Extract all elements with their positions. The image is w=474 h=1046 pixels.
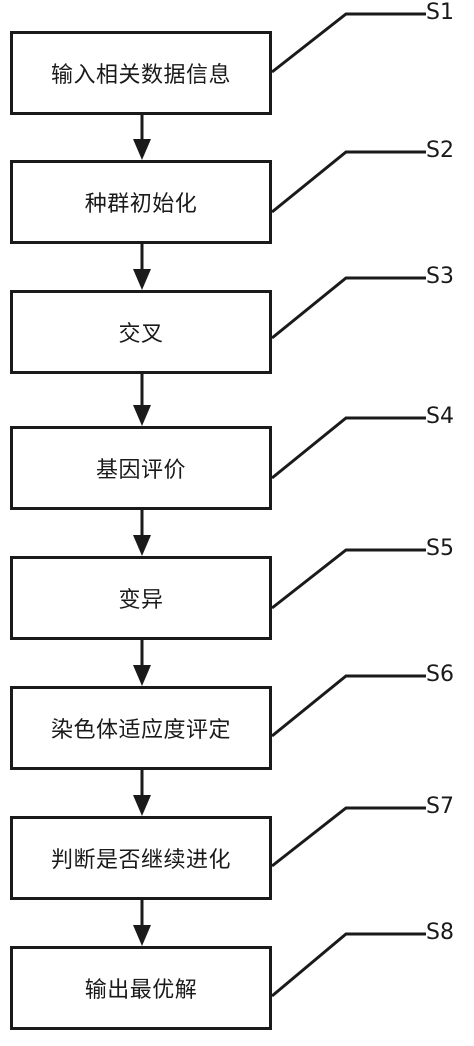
step-label-s8: S8: [426, 920, 454, 945]
flow-arrow-2: [133, 244, 151, 290]
leader-line-s4: [271, 416, 426, 480]
flow-arrow-5: [133, 640, 151, 686]
leader-line-s1: [271, 12, 426, 74]
step-text: 输出最优解: [84, 978, 198, 1003]
step-box-s8: 输出最优解: [10, 946, 272, 1030]
step-text: 染色体适应度评定: [50, 718, 231, 743]
step-label-s3: S3: [426, 264, 454, 289]
step-box-s6: 染色体适应度评定: [10, 686, 272, 770]
step-text: 交叉: [118, 322, 164, 347]
flow-arrow-3: [133, 374, 151, 426]
leader-line-s2: [271, 150, 426, 214]
step-label-s5: S5: [426, 536, 454, 561]
leader-line-s7: [271, 806, 426, 868]
step-label-s4: S4: [426, 404, 454, 429]
step-label-s6: S6: [426, 662, 454, 687]
step-text: 变异: [118, 588, 164, 613]
step-text: 基因评价: [95, 458, 186, 483]
step-text: 判断是否继续进化: [50, 848, 231, 873]
step-box-s7: 判断是否继续进化: [10, 816, 272, 900]
leader-line-s8: [271, 932, 426, 998]
step-text: 种群初始化: [84, 192, 198, 217]
step-box-s5: 变异: [10, 556, 272, 640]
step-box-s1: 输入相关数据信息: [10, 31, 272, 115]
step-label-s1: S1: [426, 0, 454, 25]
leader-line-s5: [271, 548, 426, 610]
leader-line-s3: [271, 276, 426, 340]
step-box-s3: 交叉: [10, 290, 272, 374]
flow-arrow-7: [133, 900, 151, 946]
step-text: 输入相关数据信息: [50, 63, 231, 88]
step-label-s2: S2: [426, 138, 454, 163]
step-box-s2: 种群初始化: [10, 160, 272, 244]
leader-line-s6: [271, 674, 426, 738]
flow-arrow-4: [133, 510, 151, 556]
flow-arrow-6: [133, 770, 151, 816]
step-box-s4: 基因评价: [10, 426, 272, 510]
flow-arrow-1: [133, 115, 151, 160]
step-label-s7: S7: [426, 794, 454, 819]
